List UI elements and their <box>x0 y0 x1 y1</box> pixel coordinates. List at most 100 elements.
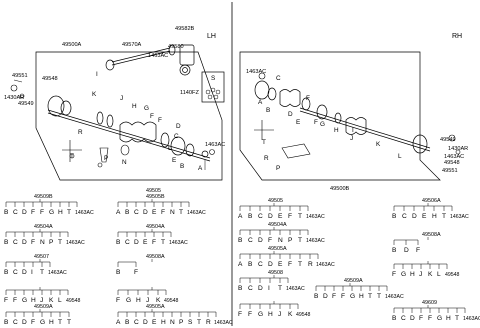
kit-letter-h: H <box>268 311 273 318</box>
kit-letter-e: E <box>278 261 283 268</box>
left-letter-h: H <box>132 103 137 110</box>
kit-letter-c: C <box>248 237 253 244</box>
kit-letter-t: T <box>298 237 302 244</box>
kit-letter-b: B <box>248 261 253 268</box>
kit-letter-f: F <box>288 213 292 220</box>
s-box-ball-cage: S <box>201 71 225 103</box>
kit-letter-i: I <box>268 285 270 292</box>
kit-letter-f: F <box>341 293 345 300</box>
left-part-number: 49549 <box>18 101 34 107</box>
kit-letter-t: T <box>161 239 165 246</box>
kit-letter-b: B <box>125 209 130 216</box>
kit-letter-c: C <box>258 261 263 268</box>
kit-letter-f: F <box>392 271 396 278</box>
kit-letter-c: C <box>13 239 18 246</box>
kit-letter-h: H <box>446 315 451 322</box>
right-part-number: 1430AR <box>448 146 468 152</box>
kit-letter-d: D <box>143 319 148 326</box>
right-letter-f: F <box>314 119 318 126</box>
kit-letter-k: K <box>428 271 433 278</box>
kit-letter-b: B <box>392 315 397 322</box>
kit-letter-a: A <box>238 213 243 220</box>
right-letter-e: E <box>296 119 300 126</box>
right-letter-t: T <box>262 139 266 146</box>
kit-code: 49509A <box>34 304 53 310</box>
kit-tail: 1463AC <box>306 214 325 220</box>
kit-letter-f: F <box>31 239 35 246</box>
left-letter-r: R <box>78 129 83 136</box>
right-part-number: 49548 <box>444 160 460 166</box>
left-letter-g: G <box>144 105 149 112</box>
kit-letter-n: N <box>170 319 175 326</box>
kit-code: 49505B <box>146 194 165 200</box>
kit-code: 49507 <box>34 254 49 260</box>
kit-letter-b: B <box>392 247 397 254</box>
kit-letter-f: F <box>332 293 336 300</box>
right-part-number: 49549 <box>440 137 456 143</box>
left-letter-b: B <box>180 163 184 170</box>
kit-code: 49609 <box>422 300 437 306</box>
kit-letter-n: N <box>278 237 283 244</box>
kit-letter-k: K <box>49 297 54 304</box>
kit-letter-i: I <box>31 269 33 276</box>
kit-letter-e: E <box>152 209 157 216</box>
kit-letter-t: T <box>197 319 201 326</box>
kit-letter-f: F <box>238 311 242 318</box>
kit-letter-g: G <box>126 297 131 304</box>
kit-letter-d: D <box>410 315 415 322</box>
kit-code: 49505A <box>268 246 287 252</box>
kit-letter-f: F <box>419 315 423 322</box>
kit-letter-h: H <box>58 209 63 216</box>
left-letter-n: N <box>122 159 127 166</box>
kit-code: 49508A <box>146 254 165 260</box>
right-part-number: 1463AC <box>444 154 464 160</box>
kit-letter-h: H <box>136 297 141 304</box>
kit-letter-l: L <box>58 297 62 304</box>
kit-letter-b: B <box>4 209 9 216</box>
kit-letter-d: D <box>22 319 27 326</box>
kit-tail: 1463AC <box>75 210 94 216</box>
left-part-number: 49548 <box>42 76 58 82</box>
kit-letter-d: D <box>323 293 328 300</box>
kit-tail: 1463AC <box>463 316 480 322</box>
kit-letter-a: A <box>116 319 121 326</box>
kit-letter-f: F <box>31 209 35 216</box>
kit-code: 49508 <box>268 270 283 276</box>
kit-letter-t: T <box>67 209 71 216</box>
left-letter-d: D <box>176 123 181 130</box>
kit-letter-b: B <box>4 319 9 326</box>
kit-letter-g: G <box>40 319 45 326</box>
kit-letter-l: L <box>437 271 441 278</box>
kit-letter-c: C <box>13 209 18 216</box>
kit-letter-d: D <box>134 239 139 246</box>
kit-letter-t: T <box>455 315 459 322</box>
kit-letter-g: G <box>437 315 442 322</box>
kit-tail: 1463AC <box>66 240 85 246</box>
kit-code: 49504A <box>146 224 165 230</box>
kit-code: 49505 <box>268 198 283 204</box>
left-letter-e: E <box>172 157 176 164</box>
kit-letter-t: T <box>58 319 62 326</box>
kit-letter-b: B <box>4 239 9 246</box>
kit-letter-f: F <box>428 315 432 322</box>
kit-letter-t: T <box>368 293 372 300</box>
kit-letter-p: P <box>288 237 293 244</box>
kit-letter-f: F <box>13 297 17 304</box>
right-letter-p: P <box>276 165 280 172</box>
kit-letter-t: T <box>179 209 183 216</box>
kit-tail: 1463AC <box>450 214 469 220</box>
left-letter-t: T <box>70 153 74 160</box>
kit-letter-b: B <box>116 269 121 276</box>
left-part-number: 49551 <box>12 73 28 79</box>
kit-letter-b: B <box>314 293 319 300</box>
kit-letter-c: C <box>248 285 253 292</box>
right-side-label: RH <box>452 33 462 40</box>
